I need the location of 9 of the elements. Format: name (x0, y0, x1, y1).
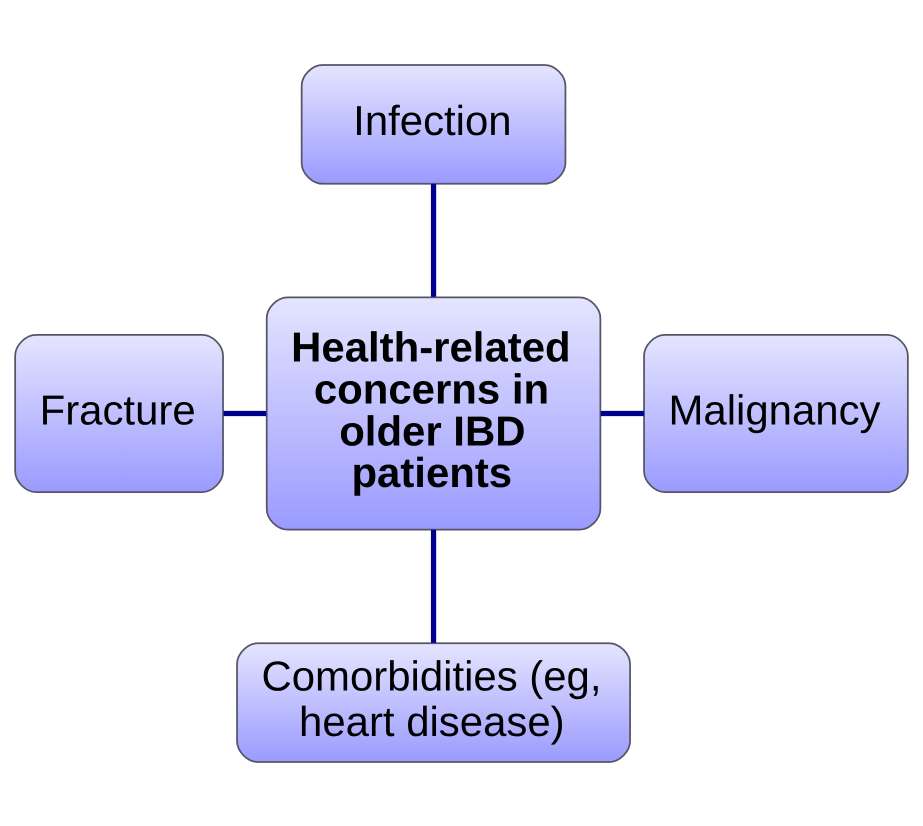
connector (430, 183, 436, 296)
connector (224, 410, 266, 416)
node-box: Health-related concerns in older IBD patients (266, 296, 602, 530)
node-box: Comorbidities (eg, heart disease) (236, 642, 631, 762)
node-box: Malignancy (643, 334, 909, 492)
connector (600, 410, 644, 416)
node-box: Fracture (14, 334, 224, 492)
node-box: Infection (300, 64, 566, 184)
connector (430, 529, 436, 642)
